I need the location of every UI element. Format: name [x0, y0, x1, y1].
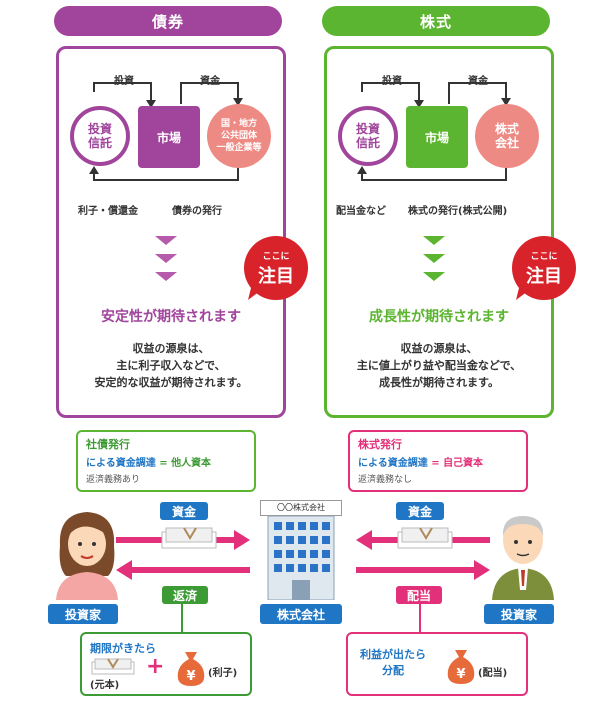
- stocks-issuer-circle: 株式 会社: [475, 104, 539, 168]
- bond-equals: =: [159, 458, 168, 469]
- stocks-funds-label: 資金: [468, 76, 488, 87]
- stocks-chevron-1: [423, 236, 445, 245]
- plus-sign: +: [146, 654, 165, 679]
- bonds-slogan: 安定性が期待されます: [101, 309, 241, 325]
- interest-label: (利子): [208, 668, 238, 679]
- bonds-chevron-2: [155, 254, 177, 263]
- left-repay-label: 返済: [162, 586, 208, 604]
- stock-issuance-title: 株式発行: [358, 438, 402, 451]
- stocks-badge-bottom: 注目: [526, 265, 562, 287]
- company-sign: 〇〇株式会社: [260, 500, 342, 516]
- bond-issuance-title: 社債発行: [86, 438, 130, 451]
- stocks-desc-1: 収益の源泉は、: [400, 342, 478, 355]
- stock-issuance-line2: による資金調達 = 自己資本: [358, 454, 483, 469]
- bonds-flow-arrows: [89, 82, 243, 181]
- bonds-issuer-circle: 国・地方 公共団体 一般企業等: [207, 104, 271, 168]
- left-cash-icon: [161, 527, 217, 549]
- bond-repay-note: 返済義務あり: [86, 475, 141, 485]
- female-investor-illustration: [56, 512, 118, 600]
- stocks-desc: 収益の源泉は、 主に値上がり益や配当金などで、 成長性が期待されます。: [324, 340, 554, 391]
- stocks-market-box: 市場: [406, 106, 468, 168]
- stocks-desc-3: 成長性が期待されます。: [379, 376, 499, 389]
- dividend-bag-yen: ¥: [456, 667, 465, 682]
- stock-issuance-box: 株式発行 による資金調達 = 自己資本 返済義務なし: [348, 430, 528, 492]
- right-dividend-arrow: [356, 560, 490, 580]
- right-note-pointer: [419, 602, 421, 636]
- bonds-interest-label: 利子・償還金: [78, 206, 138, 217]
- left-repay-arrow: [116, 560, 250, 580]
- stocks-issuance-label: 株式の発行(株式公開): [408, 206, 508, 217]
- stocks-header: 株式: [322, 6, 550, 36]
- stocks-invest-label: 投資: [382, 76, 402, 87]
- right-dividend-label: 配当: [396, 586, 442, 604]
- bonds-desc-3: 安定的な収益が期待されます。: [94, 376, 248, 389]
- right-investor-label: 投資家: [484, 604, 554, 624]
- left-funds-label: 資金: [160, 502, 208, 520]
- right-dividend-note: 利益が出たら 分配 ¥ (配当): [346, 632, 528, 696]
- stocks-dividend-label: 配当金など: [336, 206, 386, 217]
- stocks-slogan: 成長性が期待されます: [369, 309, 509, 325]
- left-note-title: 期限がきたら: [90, 642, 156, 655]
- bonds-issuance-label: 債券の発行: [172, 206, 222, 217]
- male-investor-illustration: [492, 516, 554, 600]
- company-label: 株式会社: [260, 604, 342, 624]
- dividend-label: (配当): [478, 668, 508, 679]
- stock-equals: =: [431, 458, 440, 469]
- stock-funding-text: による資金調達: [358, 458, 428, 469]
- right-note-title1: 利益が出たら: [360, 648, 426, 661]
- left-investor-label: 投資家: [48, 604, 118, 624]
- money-bag-yen: ¥: [186, 669, 195, 684]
- bonds-header: 債券: [54, 6, 282, 36]
- bonds-badge-top: ここに: [262, 251, 290, 262]
- bonds-invest-label: 投資: [114, 76, 134, 87]
- bond-funding-text: による資金調達: [86, 458, 156, 469]
- stocks-chevron-2: [423, 254, 445, 263]
- bond-capital-type: 他人資本: [171, 458, 212, 469]
- bonds-badge-bottom: 注目: [258, 265, 294, 287]
- bonds-market-box: 市場: [138, 106, 200, 168]
- bonds-investor-circle: 投資 信託: [70, 106, 130, 166]
- left-repayment-note: 期限がきたら (元本) + ¥ (利子): [80, 632, 252, 696]
- dividend-bag-icon: ¥: [447, 650, 475, 684]
- right-note-title2: 分配: [382, 664, 404, 677]
- bonds-desc-1: 収益の源泉は、: [132, 342, 210, 355]
- bond-issuance-line2: による資金調達 = 他人資本: [86, 454, 211, 469]
- company-building-icon: [267, 516, 335, 600]
- bonds-chevron-3: [155, 272, 177, 281]
- bonds-chevron-1: [155, 236, 177, 245]
- bonds-badge-tail: [248, 284, 264, 300]
- stocks-investor-circle: 投資 信託: [338, 106, 398, 166]
- left-note-pointer: [181, 602, 183, 636]
- right-funds-label: 資金: [396, 502, 444, 520]
- bonds-desc-2: 主に利子収入などで、: [116, 359, 226, 372]
- principal-label: (元本): [90, 680, 120, 691]
- stock-repay-note: 返済義務なし: [358, 475, 413, 485]
- money-bag-icon: ¥: [177, 652, 205, 686]
- stocks-badge-top: ここに: [530, 251, 558, 262]
- bonds-funds-label: 資金: [200, 76, 220, 87]
- bond-issuance-box: 社債発行 による資金調達 = 他人資本 返済義務あり: [76, 430, 256, 492]
- stocks-badge-tail: [516, 284, 532, 300]
- right-cash-icon: [397, 527, 453, 549]
- stock-capital-type: 自己資本: [443, 458, 484, 469]
- stocks-flow-arrows: [357, 82, 511, 181]
- principal-cash-icon: [91, 658, 135, 675]
- bonds-desc: 収益の源泉は、 主に利子収入などで、 安定的な収益が期待されます。: [56, 340, 286, 391]
- stocks-desc-2: 主に値上がり益や配当金などで、: [356, 359, 522, 372]
- stocks-chevron-3: [423, 272, 445, 281]
